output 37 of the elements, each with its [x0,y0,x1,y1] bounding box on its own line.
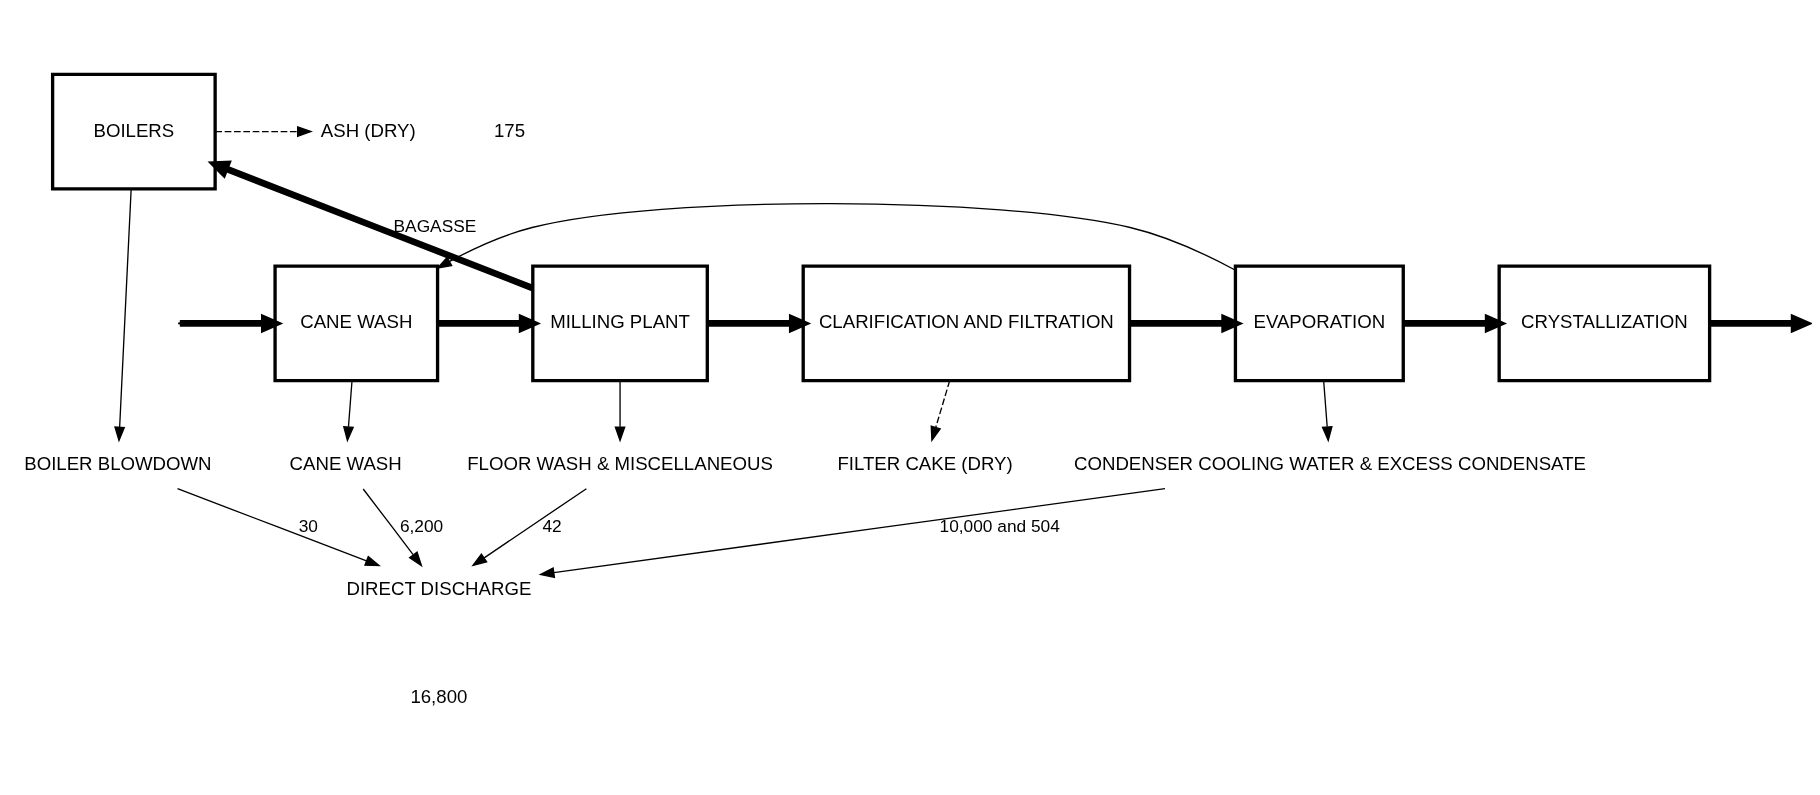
arrow [1321,379,1333,442]
arrow [614,379,626,442]
arrow [1403,313,1508,333]
edge-label: 42 [542,515,562,536]
edge-label: BAGASSE [393,215,477,236]
arrow [930,379,951,442]
arrow [1129,313,1244,333]
node-text: DIRECT DISCHARGE [346,577,532,599]
node-box: MILLING PLANT [531,263,709,382]
node-text: BOILER BLOWDOWN [24,452,212,474]
arrow [179,313,284,333]
node-box: EVAPORATION [1233,263,1405,382]
arrow [214,125,313,137]
arrow [471,487,588,567]
label: 16,800 [410,685,468,707]
arrow [342,379,355,442]
arrow [114,187,132,443]
node-box: CRYSTALLIZATION [1497,263,1712,382]
node-box: CLARIFICATION AND FILTRATION [801,263,1132,382]
node-box: BOILERS [50,72,217,191]
node-text: FILTER CAKE (DRY) [837,452,1013,474]
node-text: ASH (DRY) [320,119,416,141]
arrow [176,487,381,566]
edge-label: 10,000 and 504 [939,515,1060,536]
arrow [707,313,812,333]
arrow [362,487,423,567]
label: 175 [493,119,526,141]
arrow [1709,313,1812,333]
arrow [538,487,1166,578]
edge-label: 30 [298,515,318,536]
node-box: CANE WASH [273,263,440,382]
arrow [437,313,542,333]
edge-label: 6,200 [399,515,444,536]
node-text: FLOOR WASH & MISCELLANEOUS [467,452,773,474]
arrow [207,160,534,291]
node-text: CANE WASH [289,452,402,474]
node-text: CONDENSER COOLING WATER & EXCESS CONDENSATE [1074,452,1586,474]
